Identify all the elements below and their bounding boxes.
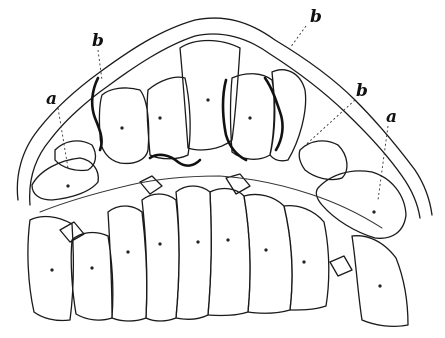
- lower-cell-7: [284, 206, 329, 310]
- leader-b-upper-left: [98, 50, 102, 80]
- nucleus: [196, 240, 199, 243]
- lower-cell-5: [208, 189, 250, 316]
- nucleus: [158, 116, 161, 119]
- guard-wall-mid: [150, 155, 200, 166]
- label-b-top-right: b: [310, 7, 322, 27]
- right-lateral-cell: [316, 171, 406, 238]
- nucleus: [158, 242, 161, 245]
- nucleus: [50, 268, 53, 271]
- nucleus: [372, 210, 375, 213]
- left-lateral-cell: [32, 158, 98, 200]
- lower-cell-right-edge: [352, 236, 408, 327]
- lower-cell-4: [176, 186, 211, 319]
- nucleus: [226, 238, 229, 241]
- nucleus: [120, 126, 123, 129]
- nucleus: [126, 250, 129, 253]
- small-cell-1: [140, 176, 162, 194]
- lower-cell-1: [71, 233, 113, 321]
- nucleus: [90, 266, 93, 269]
- nucleus: [206, 98, 209, 101]
- nucleus: [248, 116, 251, 119]
- nucleus: [302, 260, 305, 263]
- leader-a-left: [58, 108, 68, 168]
- leader-b-right: [300, 100, 355, 150]
- label-a-right: a: [386, 107, 397, 127]
- lower-cell-left-edge: [28, 217, 73, 321]
- outer-layer-outline: [17, 18, 432, 215]
- label-b-right: b: [356, 81, 368, 101]
- left-lateral-cell-2: [55, 141, 95, 171]
- nucleus: [66, 184, 69, 187]
- lower-cell-3: [142, 194, 179, 321]
- leader-b-top-right: [290, 26, 306, 48]
- upper-cell-1: [99, 88, 148, 163]
- label-b-upper-left: b: [92, 31, 104, 51]
- leader-a-right: [378, 126, 388, 200]
- small-cell-4: [330, 256, 352, 276]
- lower-cell-2: [108, 206, 147, 321]
- nucleus: [378, 284, 381, 287]
- label-a-left: a: [46, 89, 57, 109]
- nucleus: [264, 248, 267, 251]
